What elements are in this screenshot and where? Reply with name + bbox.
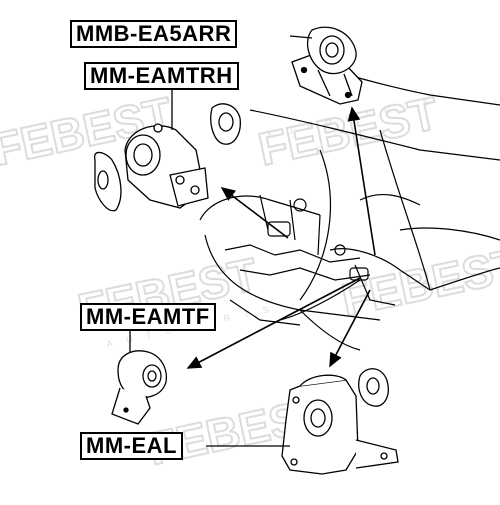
- leader-lines: [129, 35, 313, 447]
- part-label-front-mount: MM-EAMTF: [80, 303, 216, 331]
- watermark: FEBEST FEBEST FEBEST FEBEST FEBEST AUTOP…: [0, 86, 500, 476]
- mount-part-left: [281, 368, 399, 475]
- arrow-to-top-right-mount: [347, 106, 376, 256]
- engine-bay-drawing: [199, 59, 500, 351]
- pointer-arrows: [186, 106, 376, 369]
- arrow-to-right-mount: [220, 187, 289, 239]
- mount-part-top-right: [291, 26, 363, 105]
- leader-top-right: [289, 35, 313, 39]
- mount-part-right: [93, 103, 241, 212]
- part-label-left-mount: MM-EAL: [80, 432, 183, 460]
- mount-part-front: [111, 350, 168, 425]
- arrow-to-front-mount: [186, 277, 361, 369]
- part-label-top-right-mount: MMB-EA5ARR: [70, 20, 238, 48]
- part-label-right-mount: MM-EAMTRH: [84, 62, 239, 90]
- arrow-to-left-mount: [329, 289, 371, 368]
